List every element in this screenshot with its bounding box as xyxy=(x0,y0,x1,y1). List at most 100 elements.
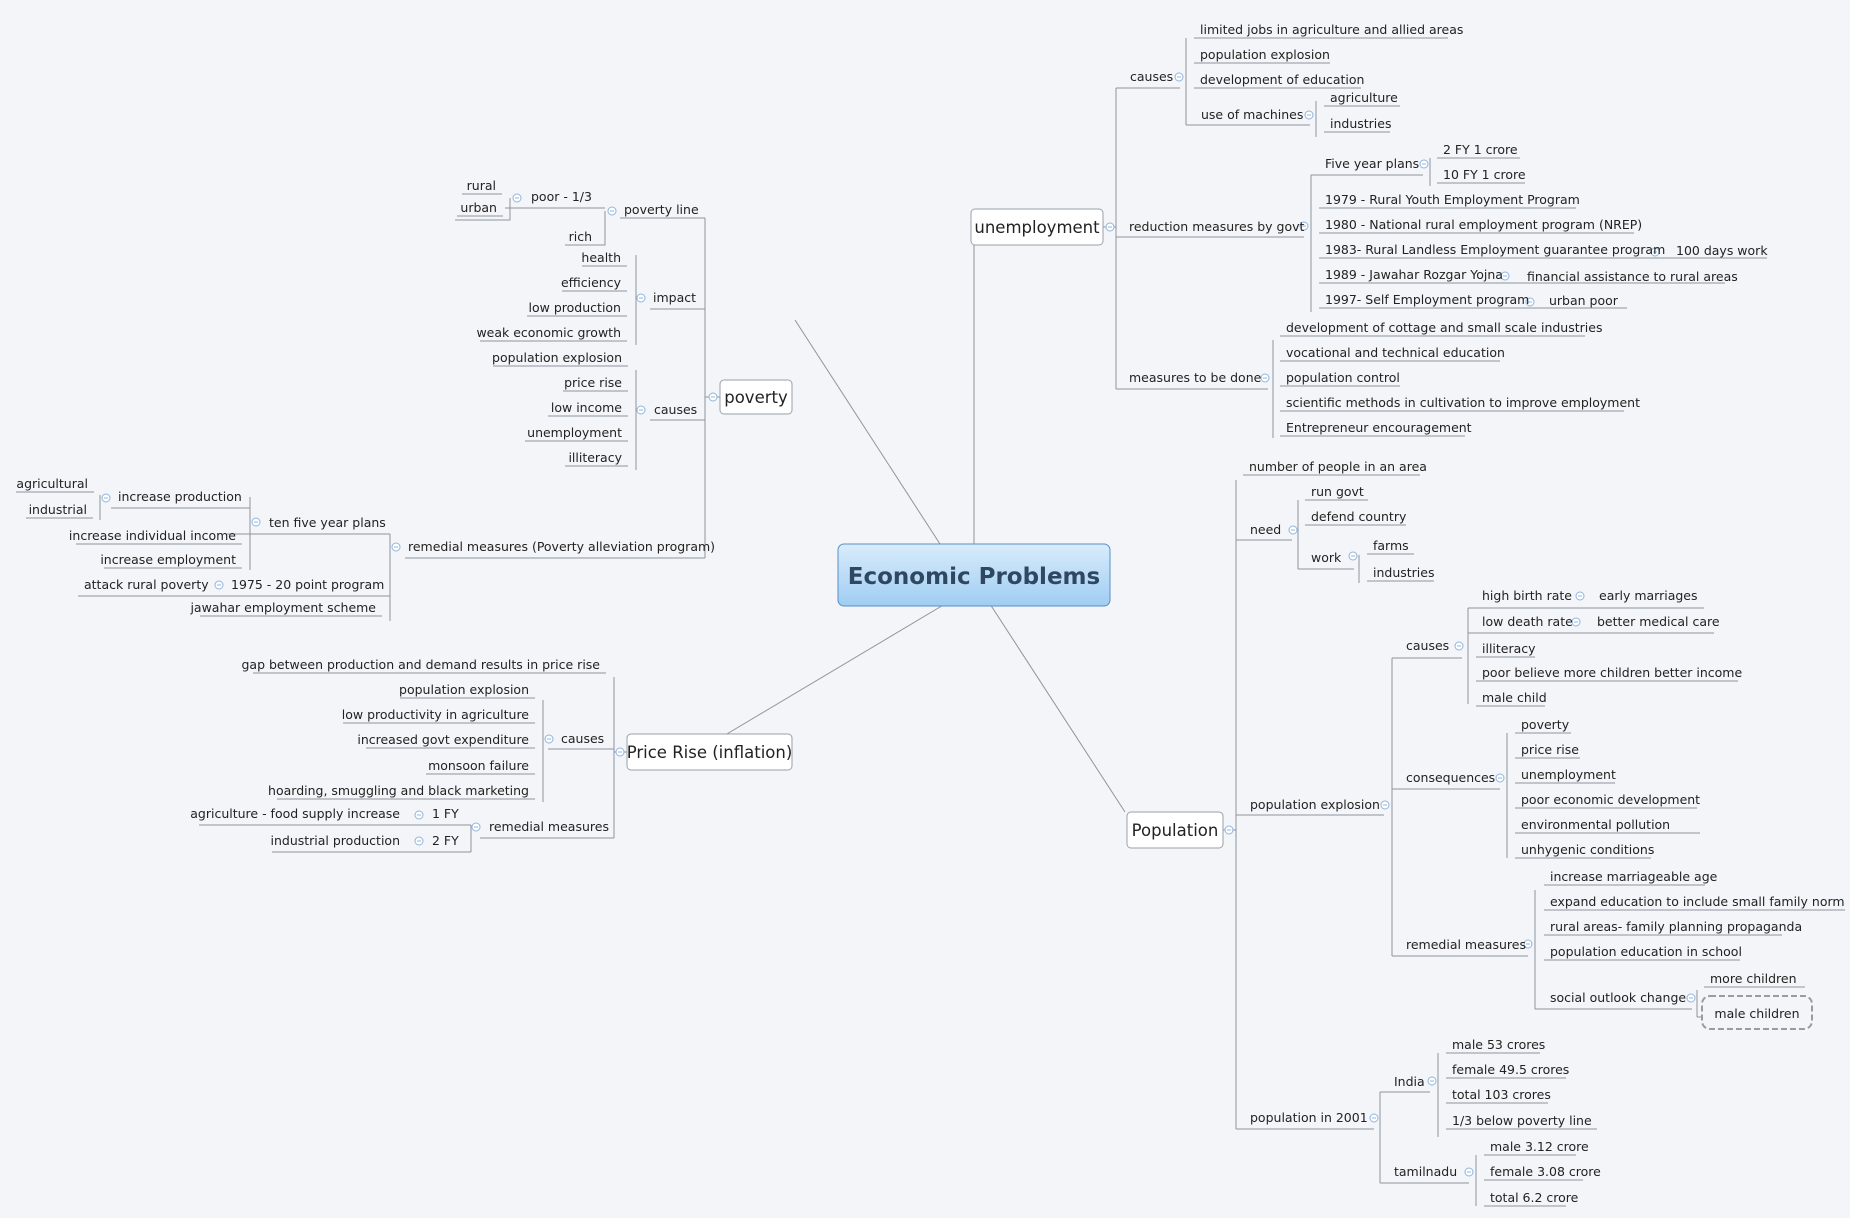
topic-label: 1 FY xyxy=(432,806,459,821)
topic-label: increase production xyxy=(118,489,242,504)
poverty-topic-box[interactable] xyxy=(719,379,793,415)
topic-label: development of education xyxy=(1200,72,1364,87)
topic-label: total 6.2 crore xyxy=(1490,1190,1579,1205)
topic-label: hoarding, smuggling and black marketing xyxy=(268,783,529,798)
topic-label: causes xyxy=(1406,638,1449,653)
topic-label: agricultural xyxy=(16,476,88,491)
topic-label: health xyxy=(581,250,621,265)
topic-label: urban poor xyxy=(1549,293,1619,308)
topic-label: weak economic growth xyxy=(476,325,621,340)
topic-label: industrial production xyxy=(270,833,400,848)
topic-label: poor economic development xyxy=(1521,792,1700,807)
topic-label: industrial xyxy=(29,502,87,517)
topic-label: unemployment xyxy=(1521,767,1616,782)
topic-label: 1975 - 20 point program xyxy=(231,577,384,592)
connector-lines xyxy=(16,37,1845,1207)
connector xyxy=(989,603,1126,813)
topic-label: population explosion xyxy=(1200,47,1330,62)
topic-label: total 103 crores xyxy=(1452,1087,1551,1102)
topic-label: ten five year plans xyxy=(269,515,386,530)
topic-label: more children xyxy=(1710,971,1797,986)
central-topic-box[interactable] xyxy=(837,543,1111,607)
central-topic-title: Economic Problems xyxy=(848,564,1100,590)
topic-label: remedial measures xyxy=(489,819,609,834)
topic-label: 100 days work xyxy=(1676,243,1768,258)
topic-labels: Economic ProblemspovertyunemploymentPric… xyxy=(16,22,1844,1205)
topic-label: limited jobs in agriculture and allied a… xyxy=(1200,22,1463,37)
topic-label: increase individual income xyxy=(69,528,236,543)
topic-label: industries xyxy=(1373,565,1434,580)
topic-label: agriculture - food supply increase xyxy=(190,806,400,821)
topic-label: increase employment xyxy=(100,552,236,567)
topic-label: causes xyxy=(654,402,697,417)
topic-label: increased govt expenditure xyxy=(357,732,529,747)
topic-label: early marriages xyxy=(1599,588,1698,603)
topic-label: population explosion xyxy=(399,682,529,697)
topic-label: impact xyxy=(653,290,696,305)
topic-label: development of cottage and small scale i… xyxy=(1286,320,1602,335)
topic-label: vocational and technical education xyxy=(1286,345,1505,360)
poverty-topic-label: poverty xyxy=(724,388,788,407)
topic-label: environmental pollution xyxy=(1521,817,1670,832)
topic-label: 1983- Rural Landless Employment guarante… xyxy=(1325,242,1665,257)
topic-label: India xyxy=(1394,1074,1425,1089)
topic-label: expand education to include small family… xyxy=(1550,894,1845,909)
topic-label: Entrepreneur encouragement xyxy=(1286,420,1472,435)
population-topic-box[interactable] xyxy=(1126,811,1224,849)
topic-label: 1979 - Rural Youth Employment Program xyxy=(1325,192,1580,207)
topic-label: illiteracy xyxy=(568,450,622,465)
topic-label: population in 2001 xyxy=(1250,1110,1368,1125)
topic-label: poor - 1/3 xyxy=(531,189,592,204)
topic-label: remedial measures xyxy=(1406,937,1526,952)
topic-label: poverty line xyxy=(624,202,699,217)
topic-label: male children xyxy=(1714,1006,1799,1021)
topic-label: 2 FY 1 crore xyxy=(1443,142,1518,157)
topic-label: Five year plans xyxy=(1325,156,1419,171)
topic-label: rural areas- family planning propaganda xyxy=(1550,919,1802,934)
topic-label: female 3.08 crore xyxy=(1490,1164,1601,1179)
price-rise-topic-box[interactable] xyxy=(626,733,793,771)
topic-label: use of machines xyxy=(1201,107,1303,122)
topic-label: male child xyxy=(1482,690,1547,705)
topic-label: 2 FY xyxy=(432,833,459,848)
topic-label: male 3.12 crore xyxy=(1490,1139,1589,1154)
topic-label: gap between production and demand result… xyxy=(241,657,600,672)
topic-label: industries xyxy=(1330,116,1391,131)
topic-label: price rise xyxy=(564,375,622,390)
topic-label: population control xyxy=(1286,370,1400,385)
topic-label: monsoon failure xyxy=(428,758,529,773)
topic-label: urban xyxy=(460,200,497,215)
topic-label: work xyxy=(1311,550,1342,565)
price-rise-topic-label: Price Rise (inflation) xyxy=(627,743,793,762)
topic-label: agriculture xyxy=(1330,90,1398,105)
topic-label: low income xyxy=(551,400,622,415)
topic-label: better medical care xyxy=(1597,614,1720,629)
connector xyxy=(455,198,511,221)
selected-topic-box[interactable] xyxy=(1701,995,1813,1030)
topic-label: 1997- Self Employment program xyxy=(1325,292,1529,307)
topic-label: 1/3 below poverty line xyxy=(1452,1113,1592,1128)
collapse-toggles[interactable] xyxy=(101,72,1696,1177)
connector xyxy=(794,319,941,545)
topic-label: 10 FY 1 crore xyxy=(1443,167,1526,182)
topic-label: tamilnadu xyxy=(1394,1164,1457,1179)
topic-label: high birth rate xyxy=(1482,588,1572,603)
topic-label: attack rural poverty xyxy=(84,577,209,592)
connector xyxy=(565,211,606,246)
topic-label: rural xyxy=(467,178,496,193)
topic-label: rich xyxy=(569,229,592,244)
topic-label: female 49.5 crores xyxy=(1452,1062,1569,1077)
topic-label: social outlook change xyxy=(1550,990,1686,1005)
connector xyxy=(699,603,946,751)
topic-label: defend country xyxy=(1311,509,1407,524)
topic-label: number of people in an area xyxy=(1249,459,1427,474)
topic-label: low production xyxy=(529,300,621,315)
unemployment-topic-box[interactable] xyxy=(970,208,1104,246)
topic-label: financial assistance to rural areas xyxy=(1527,269,1738,284)
topic-label: unemployment xyxy=(527,425,622,440)
topic-label: price rise xyxy=(1521,742,1579,757)
topic-label: poverty xyxy=(1521,717,1570,732)
topic-label: poor believe more children better income xyxy=(1482,665,1742,680)
topic-label: need xyxy=(1250,522,1281,537)
